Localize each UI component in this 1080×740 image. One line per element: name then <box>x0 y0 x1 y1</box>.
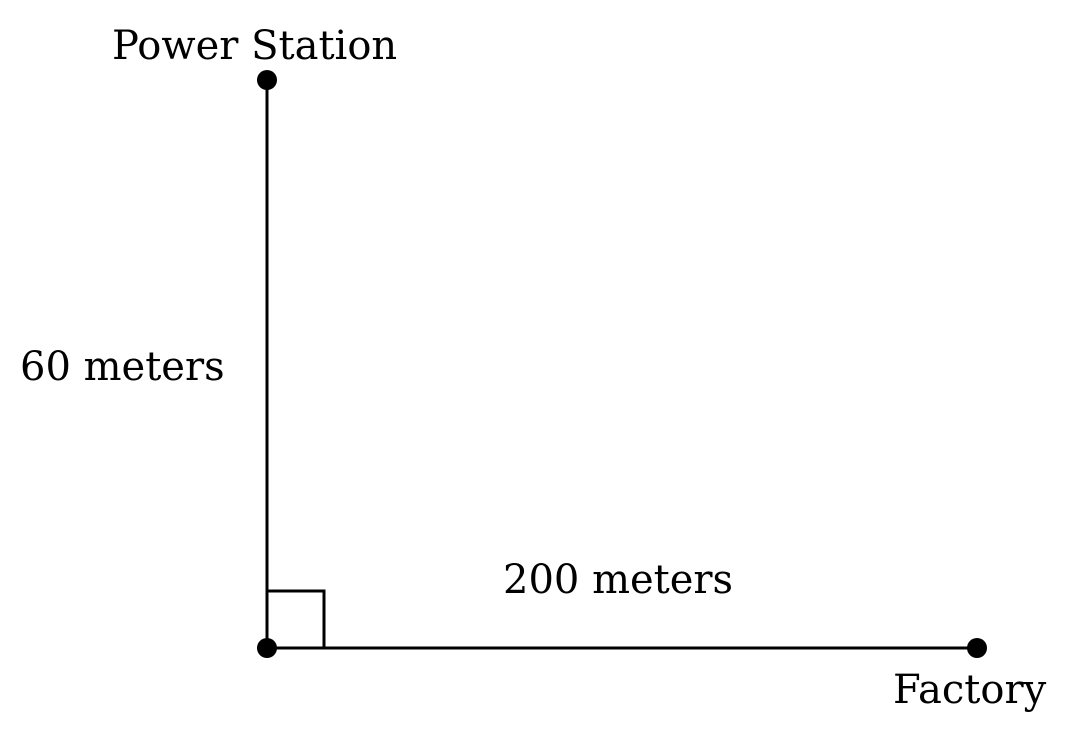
power-station-point <box>257 70 277 90</box>
factory-point <box>967 638 987 658</box>
power-station-label: Power Station <box>112 23 398 69</box>
corner-point <box>257 638 277 658</box>
horizontal-distance-label: 200 meters <box>503 557 734 603</box>
vertical-distance-label: 60 meters <box>20 344 225 390</box>
factory-label: Factory <box>893 667 1047 713</box>
right-angle-marker <box>265 589 326 650</box>
